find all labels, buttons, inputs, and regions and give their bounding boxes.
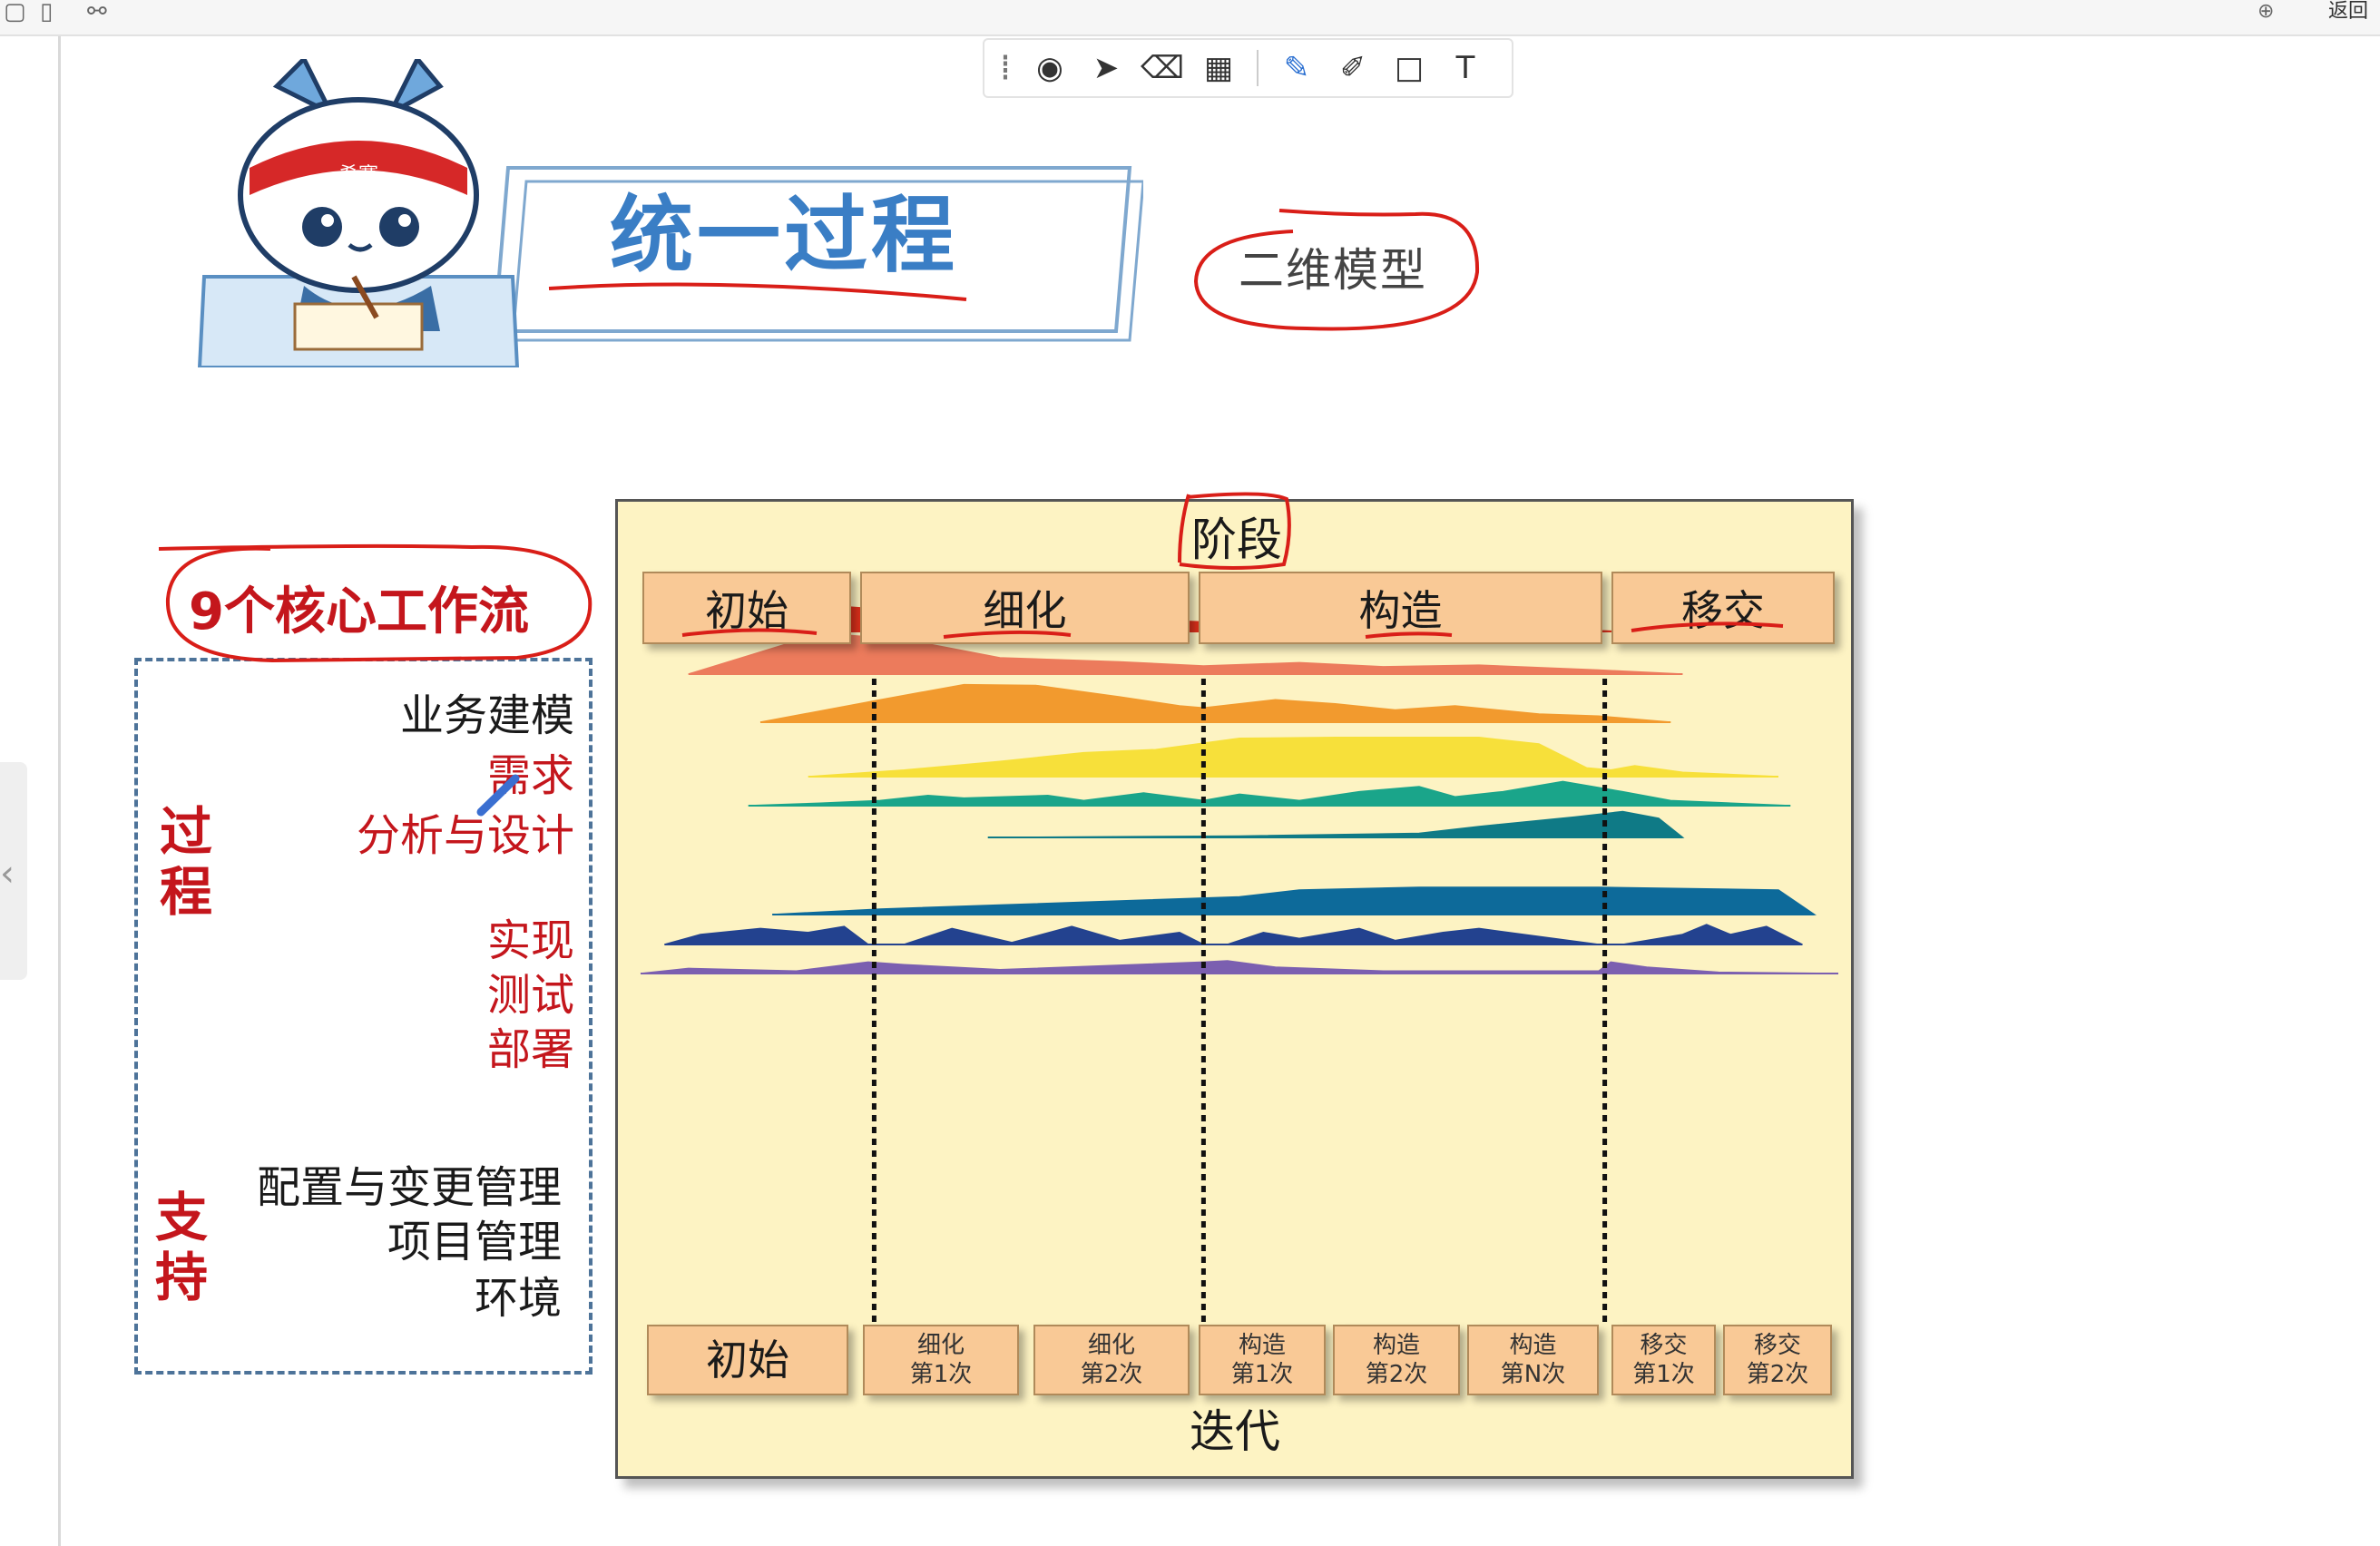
- rectangle-icon[interactable]: □: [1394, 50, 1425, 86]
- workflow-humps: [640, 603, 1839, 974]
- share-icon[interactable]: ⚯: [87, 0, 107, 25]
- pen-icon[interactable]: ✎: [1283, 50, 1310, 86]
- highlighter-icon[interactable]: ✐: [1339, 50, 1366, 86]
- phase-boundaries: [871, 679, 1608, 1323]
- iteration-trans-1: 移交 第1次: [1611, 1325, 1716, 1395]
- workflow-requirements: 需求: [486, 750, 574, 801]
- workflow-hump-8: [664, 924, 1803, 945]
- workflow-hump-4: [808, 737, 1779, 778]
- cat-mascot-illustration: 希赛: [197, 59, 520, 367]
- copy-icon[interactable]: ▯: [40, 0, 54, 25]
- phase-elaboration: 细化: [860, 572, 1190, 644]
- workflow-hump-7: [772, 886, 1817, 915]
- iteration-label: 细化: [916, 1332, 965, 1359]
- app-top-bar: ▢ ▯ ⚯ ⊕ 返回: [0, 0, 2380, 36]
- iteration-initial: 初始: [647, 1325, 848, 1395]
- workflow-hump-9: [640, 960, 1839, 974]
- rup-hump-chart: 阶段 初始 细化 构造 移交 初始 细化 第1次 细化 第2次 构造 第1次 构…: [615, 499, 1854, 1479]
- iteration-label: 构造: [1238, 1332, 1286, 1359]
- eraser-icon[interactable]: ⌫: [1140, 50, 1185, 86]
- workflow-config-change-mgmt: 配置与变更管理: [256, 1162, 562, 1213]
- toolbar-divider: [1257, 50, 1259, 86]
- pointer-icon[interactable]: ➤: [1092, 50, 1120, 86]
- phase-axis-title: 阶段: [1191, 514, 1282, 566]
- iteration-number: 第2次: [1746, 1361, 1809, 1388]
- support-group-label: 支持: [154, 1187, 208, 1308]
- workflow-environment: 环境: [474, 1273, 562, 1324]
- iteration-number: 第1次: [909, 1361, 973, 1388]
- iteration-number: 第2次: [1365, 1361, 1428, 1388]
- iteration-axis-title: 迭代: [1190, 1405, 1280, 1458]
- phase-transition: 移交: [1611, 572, 1835, 644]
- iteration-label: 移交: [1753, 1332, 1801, 1359]
- iteration-elab-1: 细化 第1次: [863, 1325, 1019, 1395]
- slide-title: 统一过程: [610, 187, 959, 284]
- iteration-cons-1: 构造 第1次: [1199, 1325, 1326, 1395]
- iteration-number: 第N次: [1500, 1361, 1566, 1388]
- iteration-trans-2: 移交 第2次: [1723, 1325, 1832, 1395]
- workflow-implementation: 实现: [486, 915, 574, 966]
- workflows-heading: 9个核心工作流: [189, 582, 529, 641]
- workflow-hump-6: [987, 810, 1685, 838]
- workflow-hump-5: [748, 780, 1791, 807]
- iteration-elab-2: 细化 第2次: [1033, 1325, 1190, 1395]
- workflow-analysis-design: 分析与设计: [356, 810, 574, 861]
- iteration-cons-n: 构造 第N次: [1467, 1325, 1599, 1395]
- workflow-business-modeling: 业务建模: [399, 690, 574, 741]
- annotation-note: 二维模型: [1239, 244, 1427, 297]
- process-group-label: 过程: [159, 801, 212, 923]
- text-icon[interactable]: T: [1455, 50, 1475, 86]
- workflow-hump-3: [759, 683, 1671, 723]
- iteration-number: 第1次: [1230, 1361, 1294, 1388]
- frame-icon[interactable]: ▢: [4, 0, 26, 25]
- clear-icon[interactable]: ▦: [1203, 50, 1234, 86]
- add-icon[interactable]: ⊕: [2258, 0, 2275, 23]
- workflow-test: 测试: [486, 970, 574, 1021]
- annotation-toolbar: ⁞ ◉ ➤ ⌫ ▦ ✎ ✐ □ T: [983, 38, 1513, 98]
- record-icon[interactable]: ◉: [1036, 50, 1063, 86]
- iteration-label: 构造: [1372, 1332, 1420, 1359]
- page-border: [58, 36, 61, 1546]
- iteration-label: 构造: [1509, 1332, 1557, 1359]
- return-button[interactable]: 返回: [2328, 0, 2369, 23]
- collapse-sidebar-tab[interactable]: ‹: [0, 762, 27, 980]
- iteration-number: 第1次: [1632, 1361, 1695, 1388]
- workflow-deployment: 部署: [486, 1024, 574, 1075]
- iteration-cons-2: 构造 第2次: [1333, 1325, 1460, 1395]
- toolbar-grip[interactable]: ⁞: [999, 47, 1012, 89]
- mascot-band-text: 希赛: [338, 164, 378, 187]
- workflows-dashed-box: 过程 支持 业务建模 需求 分析与设计 实现 测试 部署 配置与变更管理 项目管…: [134, 658, 593, 1375]
- phase-inception: 初始: [642, 572, 851, 644]
- workflow-project-mgmt: 项目管理: [387, 1217, 562, 1267]
- iteration-label: 初始: [706, 1336, 789, 1385]
- iteration-label: 移交: [1640, 1332, 1688, 1359]
- phase-construction: 构造: [1199, 572, 1602, 644]
- iteration-number: 第2次: [1080, 1361, 1143, 1388]
- chevron-left-icon: ‹: [0, 853, 15, 895]
- iteration-label: 细化: [1087, 1332, 1135, 1359]
